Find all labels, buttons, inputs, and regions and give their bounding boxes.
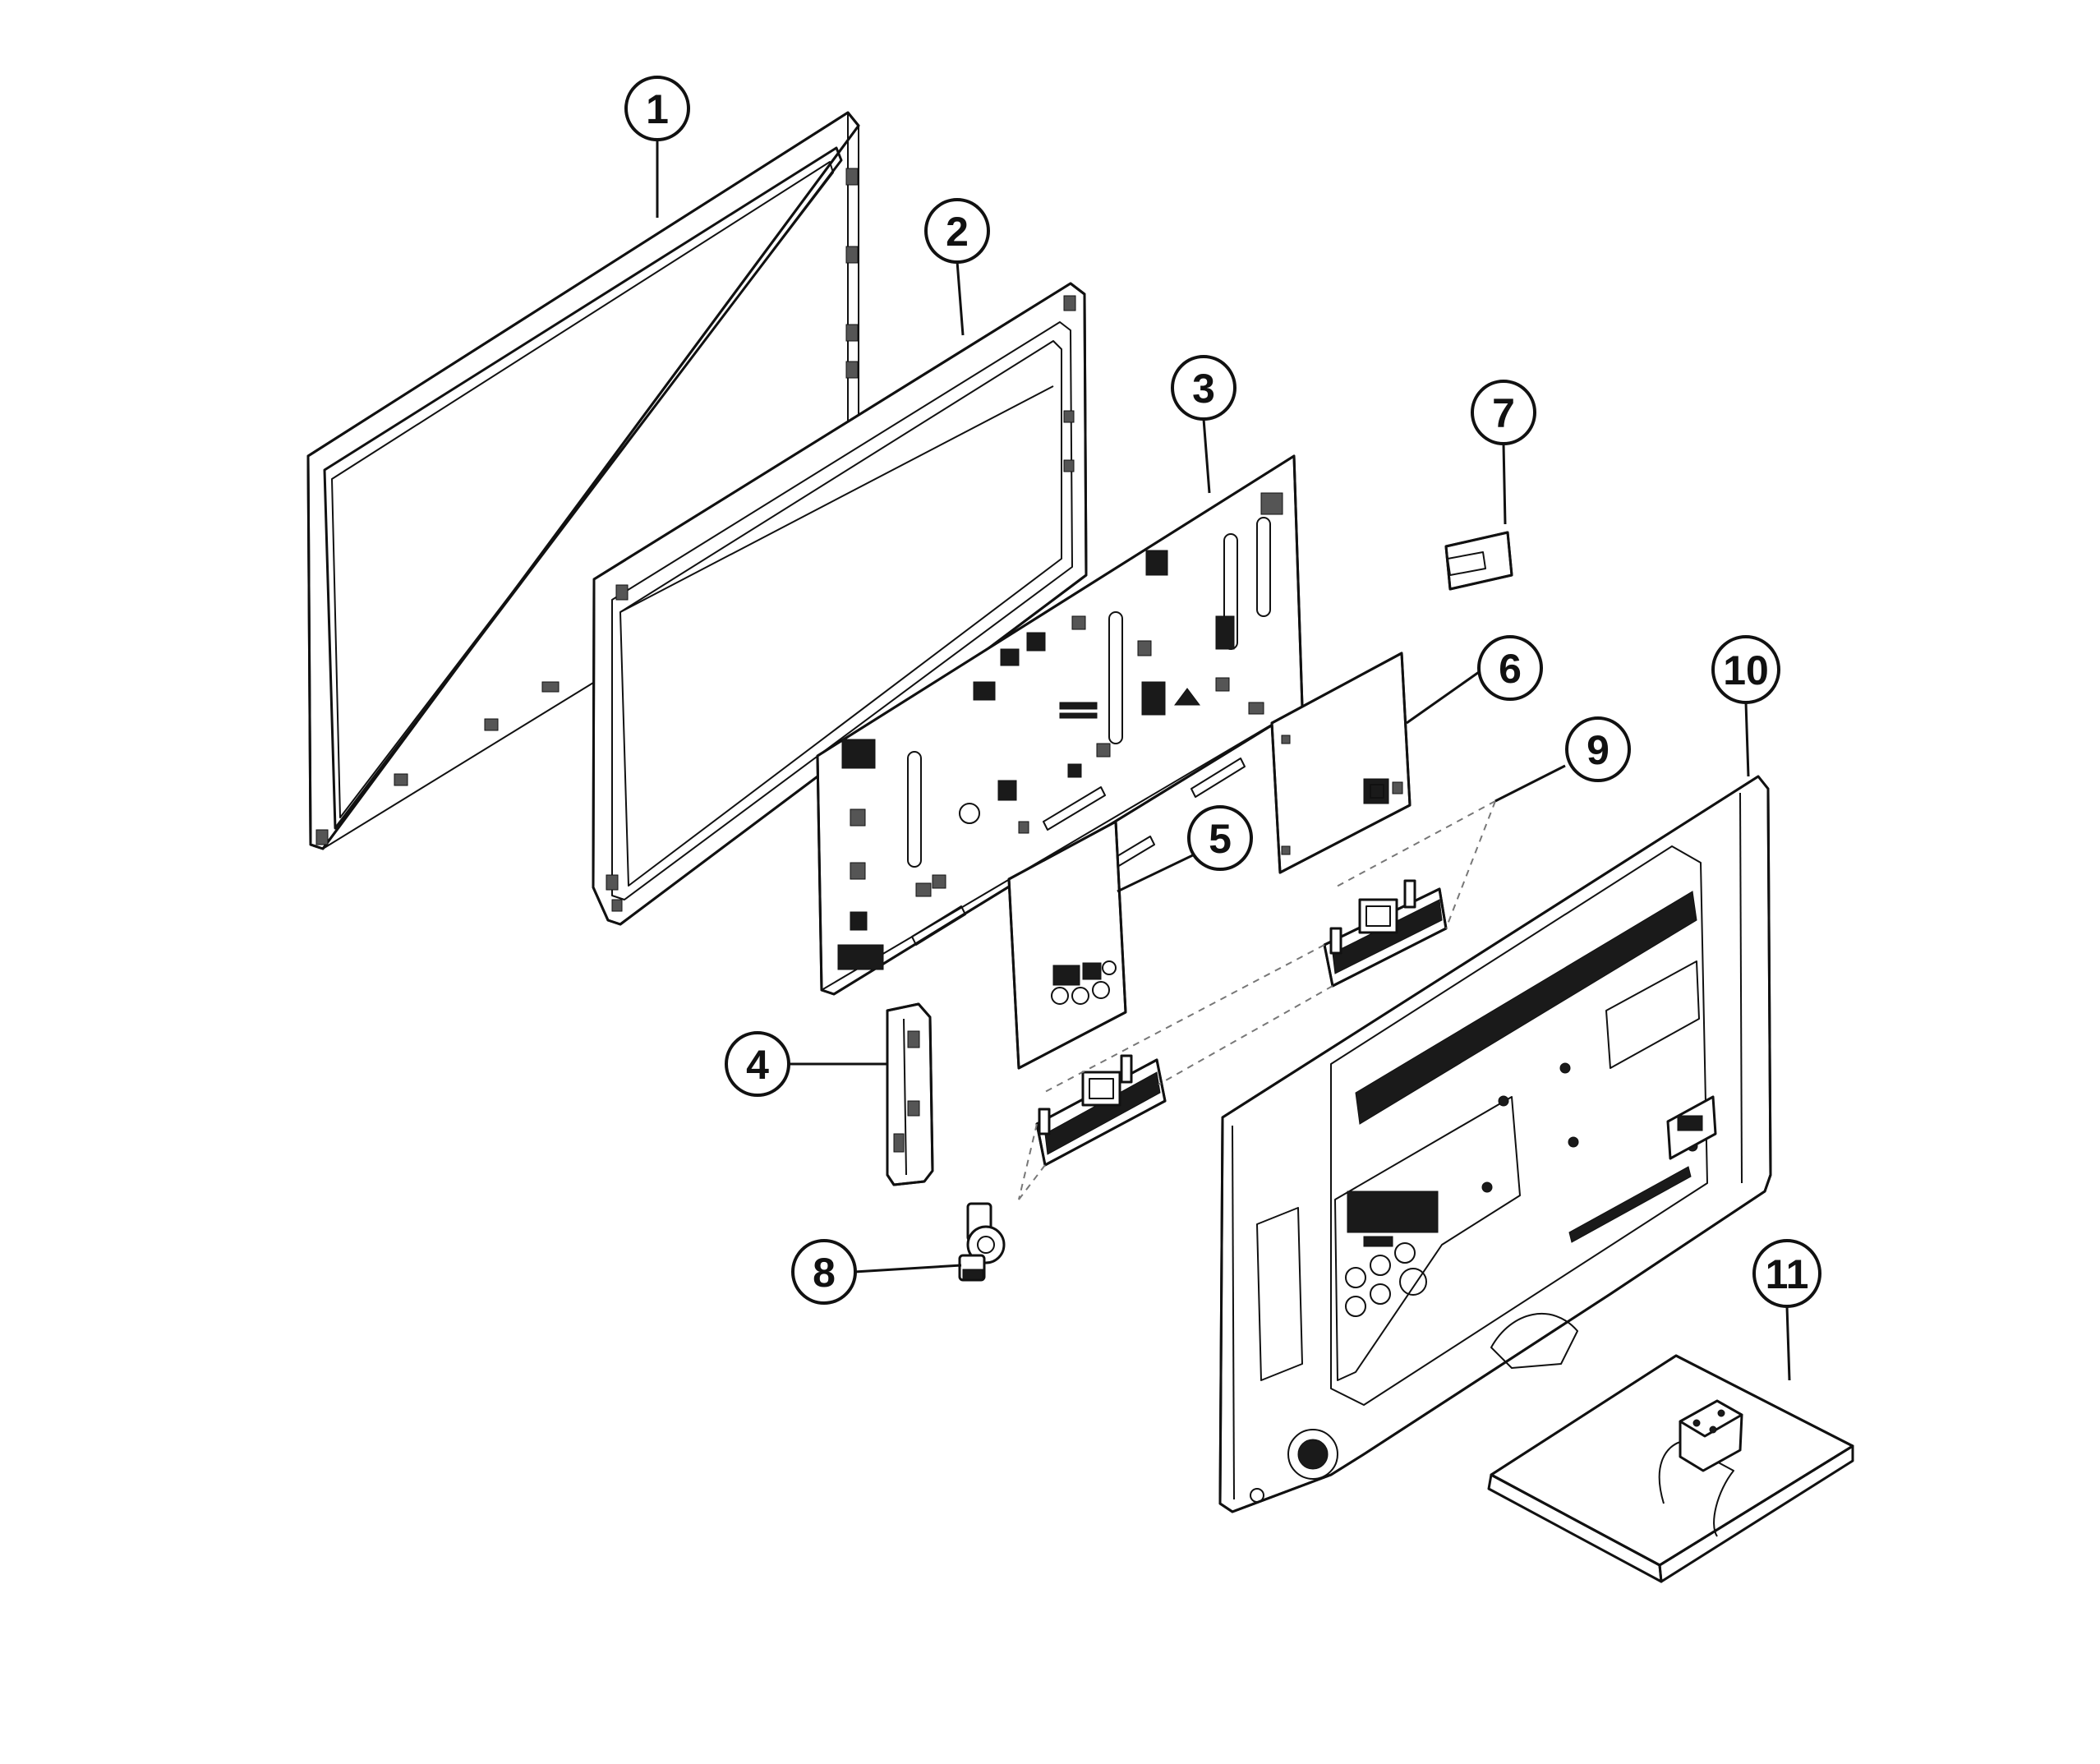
callout-9: 9 (1565, 716, 1631, 782)
callout-label: 7 (1492, 390, 1515, 436)
part-10-rear-cover[interactable] (1218, 775, 1772, 1513)
part-9-speaker-lower[interactable] (1035, 1054, 1167, 1167)
callout-label: 5 (1209, 816, 1232, 862)
callout-8: 8 (791, 1239, 857, 1305)
speaker-guide-lines (1018, 800, 1496, 1200)
callout-label: 10 (1723, 647, 1769, 693)
callout-1: 1 (624, 76, 690, 141)
callout-4: 4 (725, 1031, 790, 1097)
part-8-sensor[interactable] (958, 1202, 1006, 1282)
part-5-pcb-board[interactable] (1007, 820, 1127, 1070)
callout-label: 11 (1766, 1251, 1809, 1297)
part-4-bracket[interactable] (886, 1002, 934, 1186)
part-7-small-module[interactable] (1444, 531, 1513, 591)
callout-label: 9 (1587, 727, 1610, 773)
callout-11: 11 (1752, 1239, 1821, 1308)
part-11-stand-base[interactable] (1487, 1354, 1854, 1583)
callout-2: 2 (924, 198, 990, 264)
callout-label: 6 (1499, 646, 1522, 692)
callout-6: 6 (1477, 635, 1543, 701)
callout-label: 4 (746, 1042, 769, 1088)
part-6-power-board[interactable] (1270, 652, 1412, 874)
callout-5: 5 (1187, 805, 1253, 871)
callout-label: 3 (1192, 366, 1215, 412)
callout-10: 10 (1711, 635, 1780, 704)
callout-7: 7 (1471, 380, 1536, 445)
part-9-speaker-upper[interactable] (1323, 879, 1448, 988)
callout-label: 2 (946, 209, 969, 255)
callout-label: 1 (646, 86, 669, 132)
callout-label: 8 (813, 1250, 836, 1296)
callout-3: 3 (1171, 355, 1237, 421)
